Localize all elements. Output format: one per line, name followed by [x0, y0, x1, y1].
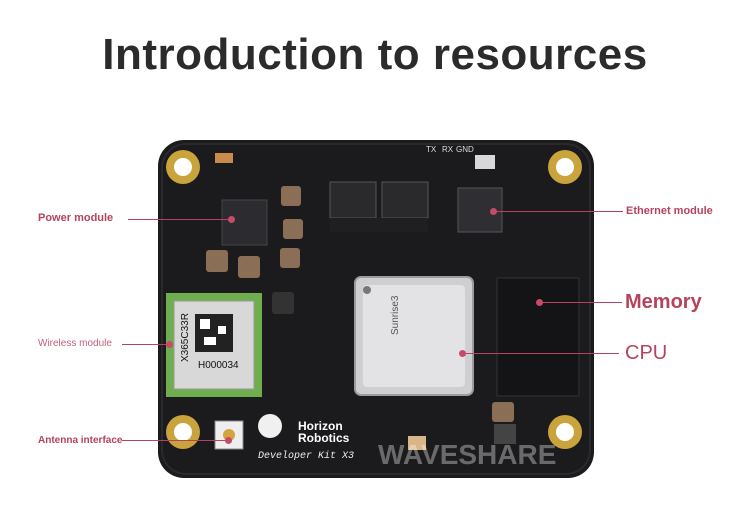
inductor: [206, 250, 228, 272]
callout-line: [128, 219, 232, 220]
mounting-hole: [548, 150, 582, 184]
callout-line: [464, 353, 619, 354]
inductor: [281, 186, 301, 206]
callout-dot: [228, 216, 235, 223]
chip-name: Sunrise3: [390, 295, 401, 335]
callout-dot: [459, 350, 466, 357]
callout-line: [122, 440, 229, 441]
pin-rx: RX: [442, 145, 454, 154]
label-antenna-interface: Antenna interface: [38, 435, 123, 446]
callout-dot: [166, 341, 173, 348]
callout-dot: [225, 437, 232, 444]
label-cpu: CPU: [625, 342, 668, 364]
callout-line: [122, 344, 170, 345]
mounting-hole: [166, 415, 200, 449]
callout-line: [495, 211, 623, 212]
small-ic: [272, 292, 294, 314]
crystal: [408, 436, 426, 450]
inductor: [238, 256, 260, 278]
led: [215, 153, 233, 163]
mounting-hole: [548, 415, 582, 449]
mounting-hole: [166, 150, 200, 184]
buffer-ic: [381, 181, 429, 219]
wifi-serial: H000034: [198, 360, 239, 371]
callout-dot: [536, 299, 543, 306]
label-wireless-module: Wireless module: [38, 338, 112, 349]
horizon-logo: [258, 414, 282, 438]
label-power-module: Power module: [38, 212, 114, 224]
wifi-code: X365C33R: [180, 313, 191, 362]
inductor: [283, 219, 303, 239]
memory-chip: [496, 277, 580, 397]
page-title: Introduction to resources: [102, 30, 648, 79]
crystal: [475, 155, 495, 169]
pin-tx: TX: [426, 145, 437, 154]
inductor: [492, 402, 514, 422]
brand-line2: Robotics: [298, 431, 350, 445]
pin-gnd: GND: [456, 145, 474, 154]
inductor: [280, 248, 300, 268]
callout-line: [540, 302, 622, 303]
small-ic: [494, 424, 516, 444]
label-memory: Memory: [625, 291, 702, 313]
kit-label: Developer Kit X3: [258, 450, 354, 462]
callout-dot: [490, 208, 497, 215]
watermark: WAVESHARE: [378, 439, 556, 470]
label-ethernet-module: Ethernet module: [626, 205, 713, 217]
brand-line1: Horizon: [298, 419, 343, 433]
buffer-ic: [329, 181, 377, 219]
